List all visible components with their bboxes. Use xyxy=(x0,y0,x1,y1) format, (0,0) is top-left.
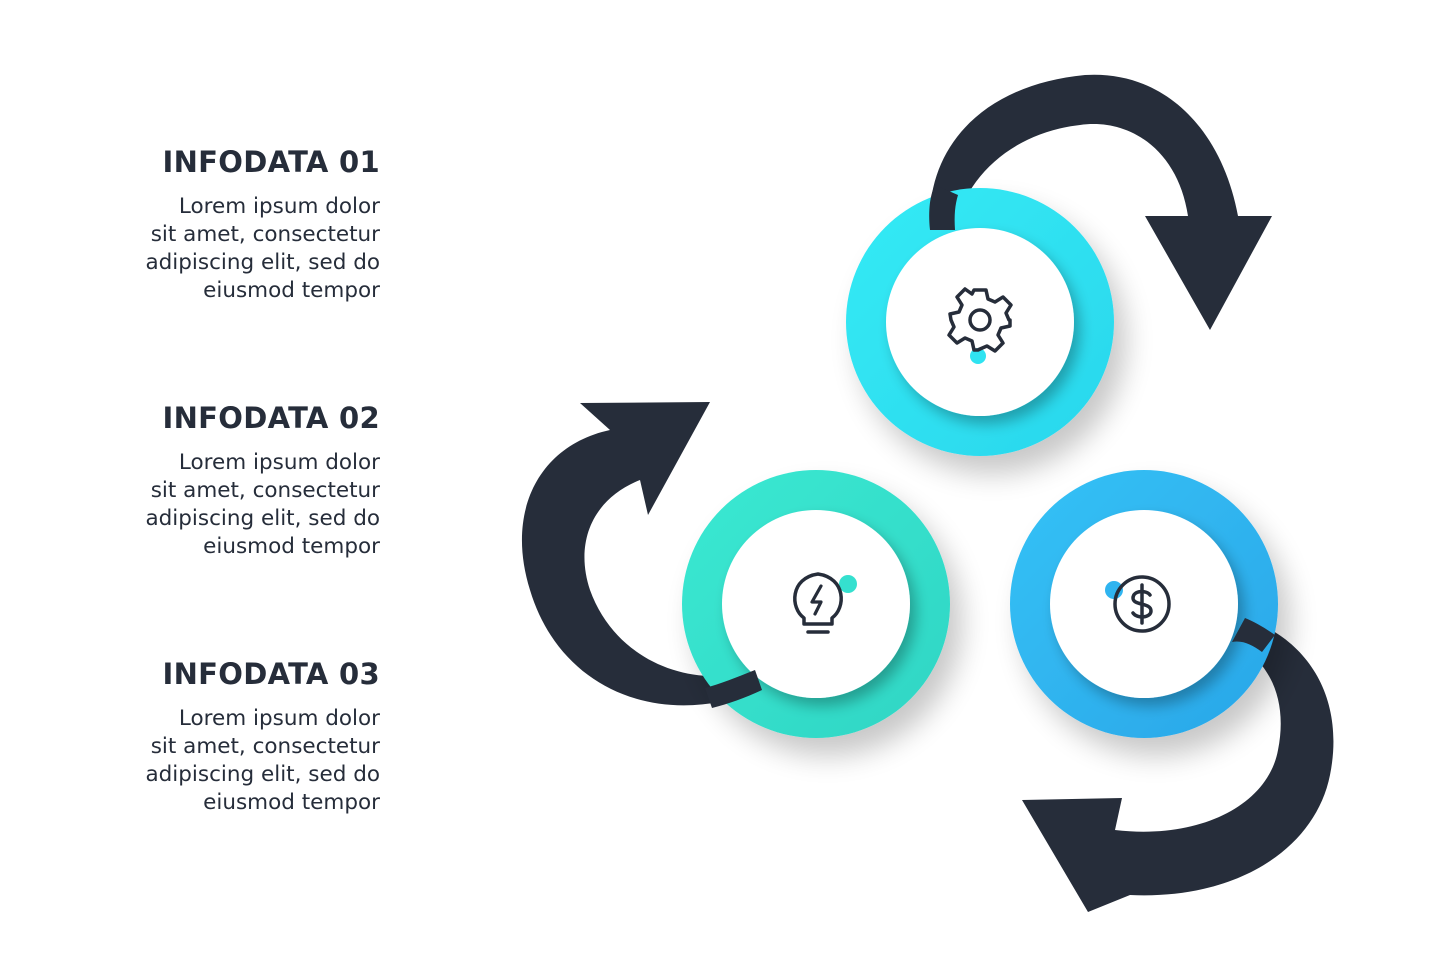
info-block-1: INFODATA 01 Lorem ipsum dolor sit amet, … xyxy=(60,145,380,305)
info-title-2: INFODATA 02 xyxy=(162,401,380,435)
info-title-3: INFODATA 03 xyxy=(162,657,380,691)
step-circle-1 xyxy=(846,185,1114,456)
step-circle-3 xyxy=(1010,470,1278,738)
step-circle-2 xyxy=(682,470,950,738)
info-text-1: Lorem ipsum dolor sit amet, consectetur … xyxy=(145,194,380,303)
cycle-arrow-3 xyxy=(1022,618,1334,912)
dollar-coin-icon xyxy=(1105,575,1171,633)
info-title-1: INFODATA 01 xyxy=(162,145,380,179)
lightbulb-icon xyxy=(793,572,857,634)
cycle-arrow-2 xyxy=(521,402,760,706)
info-text-3: Lorem ipsum dolor sit amet, consectetur … xyxy=(145,706,380,815)
info-block-2: INFODATA 02 Lorem ipsum dolor sit amet, … xyxy=(60,401,380,561)
cycle-arrow-1 xyxy=(929,74,1272,330)
info-block-3: INFODATA 03 Lorem ipsum dolor sit amet, … xyxy=(60,657,380,817)
gear-icon xyxy=(947,287,1013,364)
info-text-2: Lorem ipsum dolor sit amet, consectetur … xyxy=(145,450,380,559)
